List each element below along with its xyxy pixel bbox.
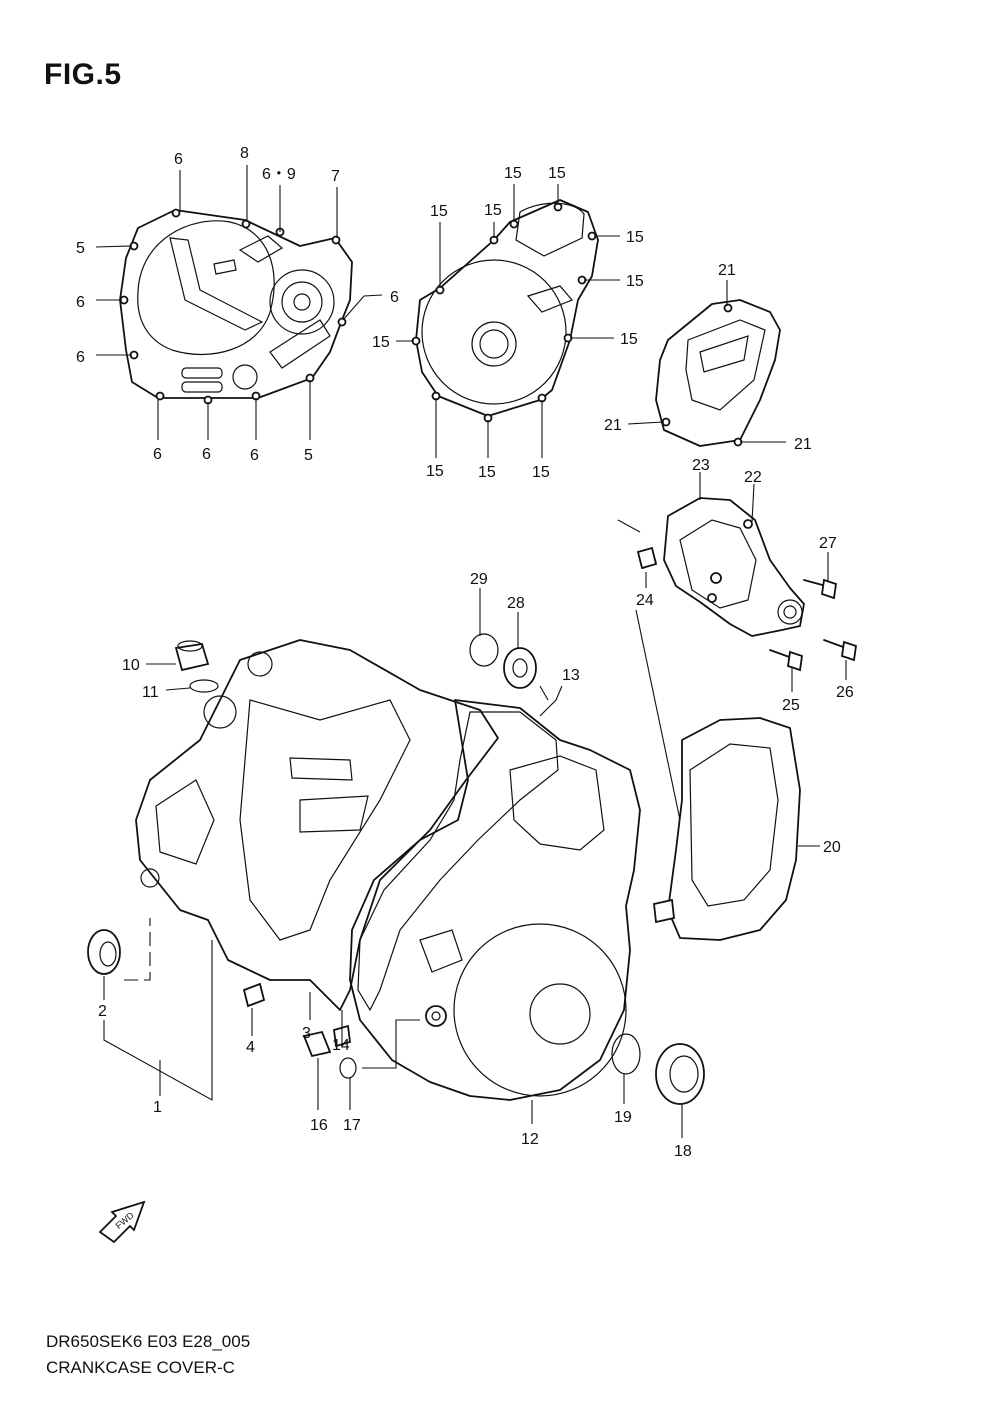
callout-24: 24 [636,592,654,609]
callout-6-top: 6 [174,151,183,168]
callout-14: 14 [332,1037,350,1054]
callout-21-right: 21 [794,436,812,453]
crankcase-body-part [135,639,499,1011]
callout-17: 17 [343,1117,361,1134]
callout-15-k: 15 [532,464,550,481]
callout-25: 25 [782,697,800,714]
drawing-code: DR650SEK6 E03 E28_005 [46,1332,251,1351]
callout-15-g: 15 [620,331,638,348]
callout-15-c: 15 [430,203,448,220]
callout-13: 13 [562,667,580,684]
callout-6-left-mid: 6 [76,294,85,311]
callout-3: 3 [302,1025,311,1042]
callout-15-h: 15 [372,334,390,351]
callout-27: 27 [819,535,837,552]
crankcase-cover-part [349,699,641,1101]
callout-15-d: 15 [484,202,502,219]
callout-10: 10 [122,657,140,674]
callout-23: 23 [692,457,710,474]
callout-18: 18 [674,1143,692,1160]
callout-15-b: 15 [548,165,566,182]
sprocket-cover-part [655,299,781,447]
callout-6-bottom-c: 6 [250,447,259,464]
leader-lines [95,165,847,1138]
callout-28: 28 [507,595,525,612]
callout-15-f: 15 [626,273,644,290]
callout-21-top: 21 [718,262,736,279]
clutch-cover-part [119,208,353,405]
callout-12: 12 [521,1131,539,1148]
callout-6-right: 6 [390,289,399,306]
callout-2: 2 [98,1003,107,1020]
callout-6-left-low: 6 [76,349,85,366]
drawing-name: CRANKCASE COVER-C [46,1358,235,1377]
forward-arrow-icon: FWD [98,1200,146,1244]
callout-20: 20 [823,839,841,856]
callout-6-bottom-a: 6 [153,446,162,463]
callout-5-left: 5 [76,240,85,257]
figure-title: FIG.5 [44,58,122,91]
callout-7: 7 [331,168,340,185]
callout-6-bottom-b: 6 [202,446,211,463]
callout-22: 22 [744,469,762,486]
callout-1: 1 [153,1099,162,1116]
bolt-parts [769,578,857,672]
small-parts [87,546,705,1105]
callout-21-left: 21 [604,417,622,434]
callout-5-bottom: 5 [304,447,313,464]
callout-15-a: 15 [504,165,522,182]
callout-11: 11 [142,684,159,701]
gasket-part [357,711,559,1012]
callout-4: 4 [246,1039,255,1056]
callout-29: 29 [470,571,488,588]
callout-15-i: 15 [426,463,444,480]
callout-19: 19 [614,1109,632,1126]
callout-15-e: 15 [626,229,644,246]
generator-cover-part [411,199,599,423]
callout-16: 16 [310,1117,328,1134]
callout-26: 26 [836,684,854,701]
starter-cover-part [639,497,805,637]
sprocket-guard-part [653,717,801,941]
callout-15-j: 15 [478,464,496,481]
callout-labels: 6 8 6・9 7 5 6 6 6 6 6 6 5 15 15 15 15 15… [76,145,854,1160]
callout-6-9: 6・9 [262,166,296,183]
callout-8: 8 [240,145,249,162]
